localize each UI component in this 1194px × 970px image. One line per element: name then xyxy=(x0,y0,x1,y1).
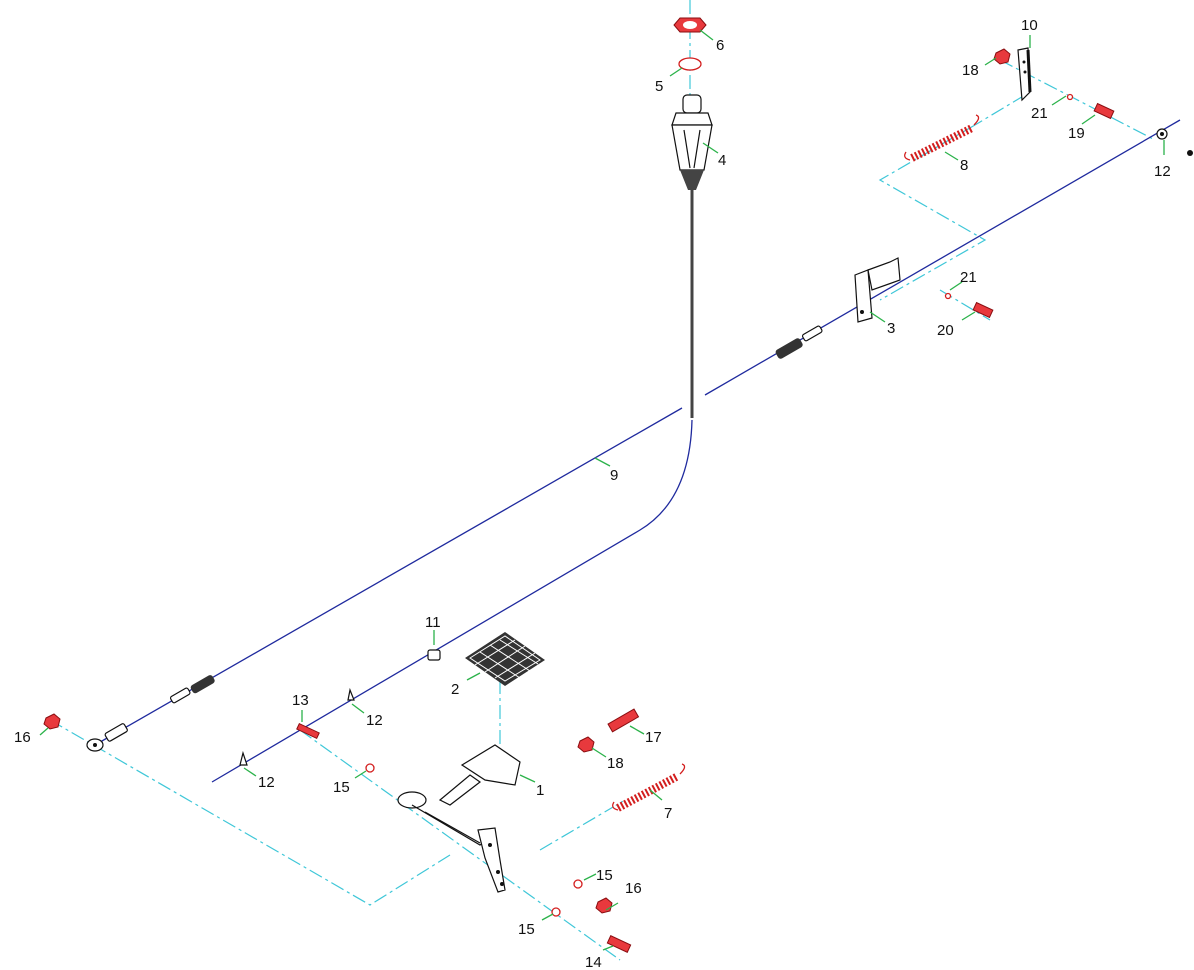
callout-16-b: 16 xyxy=(625,880,642,897)
bracket-part-10 xyxy=(1017,47,1032,102)
callout-21-a: 21 xyxy=(1031,105,1048,122)
callout-1: 1 xyxy=(536,782,544,799)
callout-12-b: 12 xyxy=(258,774,275,791)
callout-4: 4 xyxy=(718,152,726,169)
washers-part-21 xyxy=(944,93,1074,300)
nuts-part-16 xyxy=(43,713,613,914)
callout-15-c: 15 xyxy=(518,921,535,938)
callout-3: 3 xyxy=(887,320,895,337)
callout-17: 17 xyxy=(645,729,662,746)
pedal-arm-part-1 xyxy=(397,744,521,893)
pedal-pad-part-2 xyxy=(465,632,545,686)
nuts-part-18 xyxy=(577,48,1011,753)
callout-18-a: 18 xyxy=(607,755,624,772)
clip-part-12-a xyxy=(347,687,355,701)
callout-13: 13 xyxy=(292,692,309,709)
callout-9: 9 xyxy=(610,467,618,484)
washers-part-15 xyxy=(365,763,583,917)
callout-5: 5 xyxy=(655,78,663,95)
callout-8: 8 xyxy=(960,157,968,174)
callout-11: 11 xyxy=(425,614,441,631)
assembly-centerlines xyxy=(49,0,1156,961)
bolt-part-17 xyxy=(607,708,640,733)
washer-part-5 xyxy=(678,57,702,71)
callout-12-a: 12 xyxy=(366,712,383,729)
callout-15-b: 15 xyxy=(596,867,613,884)
cable-fitting-lower xyxy=(169,675,215,704)
spring-part-8 xyxy=(904,114,980,162)
callout-18-b: 18 xyxy=(962,62,979,79)
callout-20: 20 xyxy=(937,322,954,339)
bracket-part-3 xyxy=(854,257,901,323)
cable-eye-end xyxy=(86,723,128,752)
callout-12-c: 12 xyxy=(1154,163,1171,180)
spring-part-7 xyxy=(612,763,686,812)
bolt-part-13 xyxy=(296,722,320,740)
callout-14: 14 xyxy=(585,954,602,970)
callout-15-a: 15 xyxy=(333,779,350,796)
callout-16-a: 16 xyxy=(14,729,31,746)
bolt-part-20 xyxy=(972,301,994,319)
callout-7: 7 xyxy=(664,805,672,822)
callout-10: 10 xyxy=(1021,17,1038,34)
callout-2: 2 xyxy=(451,681,459,698)
eye-part-12-c xyxy=(1156,128,1193,156)
cable-lines xyxy=(94,119,1181,783)
cable-fitting-upper xyxy=(775,325,823,359)
control-head-part-4 xyxy=(671,94,713,190)
leader-lines xyxy=(39,29,1165,951)
nut-part-6 xyxy=(673,17,707,33)
bolt-part-14 xyxy=(606,935,632,953)
bolt-part-19 xyxy=(1093,102,1115,120)
callout-labels: 1 2 3 4 5 6 7 8 9 10 11 12 12 12 13 14 1… xyxy=(14,17,1171,970)
callout-19: 19 xyxy=(1068,125,1085,142)
callout-6: 6 xyxy=(716,37,724,54)
clip-part-12-b xyxy=(239,750,248,766)
nut-part-11 xyxy=(427,649,441,661)
callout-21-b: 21 xyxy=(960,269,977,286)
